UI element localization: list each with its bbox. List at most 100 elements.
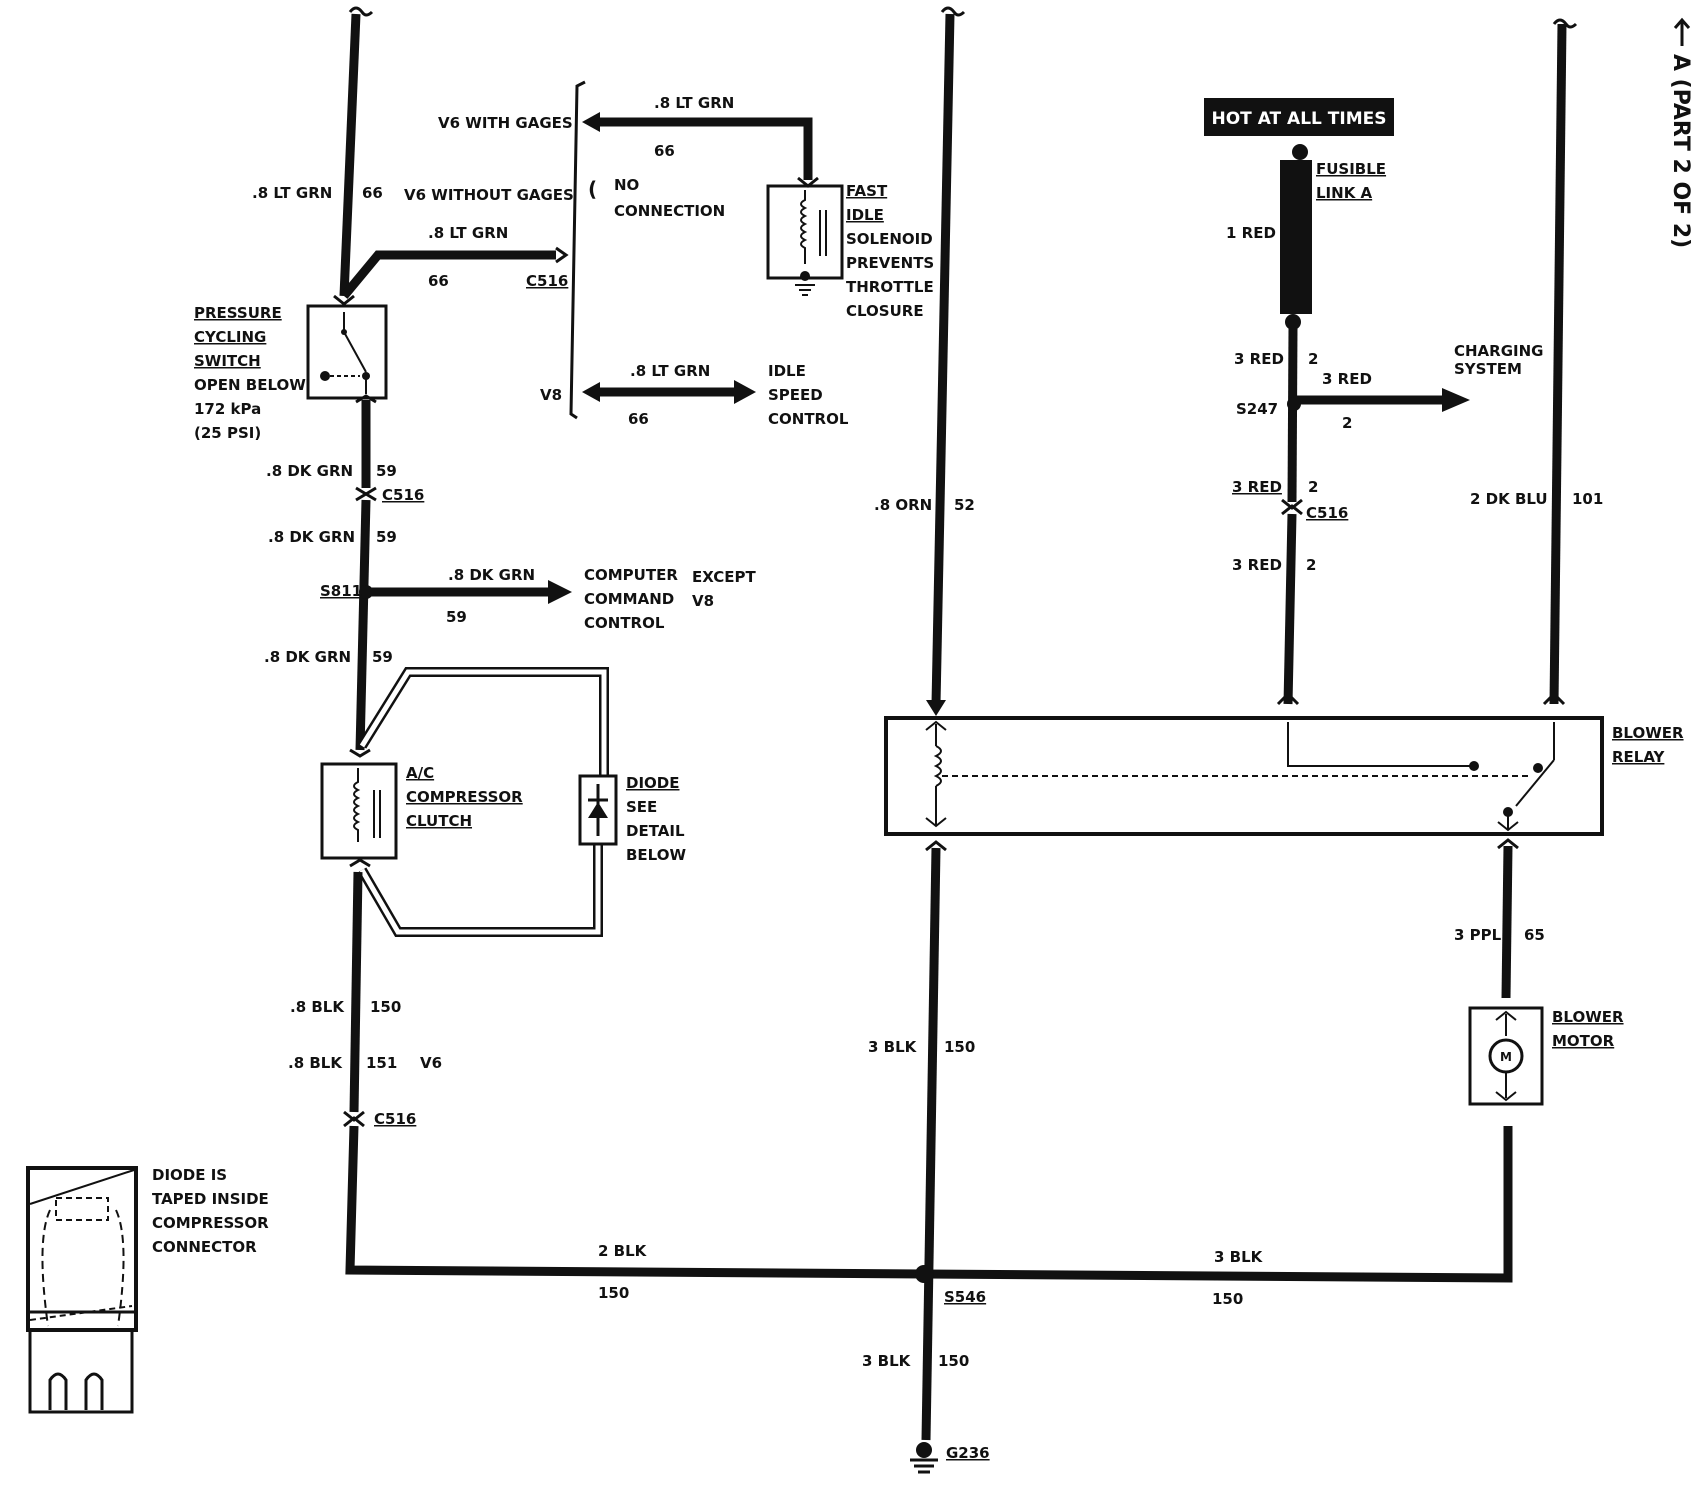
circuit-label: 59 <box>376 462 397 480</box>
circuit-label: 66 <box>628 410 649 428</box>
hot-at-all-times-box: HOT AT ALL TIMES <box>1204 98 1394 136</box>
diode-detail-label: DIODE IS <box>152 1166 227 1184</box>
circuit-label: 101 <box>1572 490 1603 508</box>
connector-label: C516 <box>526 272 568 290</box>
idle-speed-label: CONTROL <box>768 410 849 428</box>
computer-command-label: COMMAND <box>584 590 674 608</box>
connector-label: S811 <box>320 582 362 600</box>
wire-label: .8 DK GRN <box>448 566 535 584</box>
wire-label: 1 RED <box>1226 224 1276 242</box>
connector-label: C516 <box>374 1110 416 1128</box>
pressure-switch-label: PRESSURE <box>194 304 282 322</box>
wire-label: 3 BLK <box>862 1352 912 1370</box>
wire-label: 3 PPL <box>1454 926 1502 944</box>
circuit-label: 150 <box>944 1038 975 1056</box>
blower-relay-label: BLOWER <box>1612 724 1684 742</box>
wire-lt-grn-vertical <box>339 6 374 297</box>
circuit-label: 66 <box>428 272 449 290</box>
except-v8-label: EXCEPT <box>692 568 757 586</box>
fast-idle-label: IDLE <box>846 206 884 224</box>
pressure-switch-label: SWITCH <box>194 352 261 370</box>
circuit-label: 150 <box>370 998 401 1016</box>
diode-label: DIODE <box>626 774 679 792</box>
wire-label: 3 RED <box>1232 478 1282 496</box>
wire-label: 3 RED <box>1234 350 1284 368</box>
wire-red-charging <box>1287 388 1470 412</box>
clutch-label: CLUTCH <box>406 812 472 830</box>
diode-bypass <box>357 667 618 937</box>
connector-label: S546 <box>944 1288 986 1306</box>
circuit-label: 150 <box>1212 1290 1243 1308</box>
circuit-label: 151 <box>366 1054 397 1072</box>
wire-lt-grn-fast-idle <box>582 112 819 188</box>
idle-speed-label: SPEED <box>768 386 823 404</box>
circuit-label: 59 <box>372 648 393 666</box>
wire-label: 3 RED <box>1322 370 1372 388</box>
fast-idle-label: SOLENOID <box>846 230 933 248</box>
circuit-label: 65 <box>1524 926 1545 944</box>
diode-detail-connector <box>26 1166 138 1414</box>
circuit-label: 150 <box>938 1352 969 1370</box>
wire-red-vertical <box>1276 327 1303 706</box>
variant-label: V8 <box>540 386 562 404</box>
circuit-label: 59 <box>446 608 467 626</box>
wire-label: .8 LT GRN <box>428 224 508 242</box>
variant-bracket <box>569 80 586 420</box>
motor-symbol: M <box>1500 1050 1512 1064</box>
variant-label: V6 WITHOUT GAGES <box>404 186 574 204</box>
wire-label: .8 LT GRN <box>630 362 710 380</box>
blower-relay <box>884 716 1604 836</box>
diode-label: DETAIL <box>626 822 685 840</box>
compressor-clutch <box>320 748 398 868</box>
fast-idle-label: PREVENTS <box>846 254 934 272</box>
variant-label: V6 <box>420 1054 442 1072</box>
connector-label: C516 <box>382 486 424 504</box>
wire-blk-150-center <box>915 840 947 1441</box>
blower-motor: M <box>1468 1006 1544 1106</box>
diode-detail-label: CONNECTOR <box>152 1238 257 1256</box>
no-connection-label: NO <box>614 176 639 194</box>
wire-label: .8 ORN <box>874 496 932 514</box>
no-connection-mark: ( <box>588 177 597 201</box>
charging-label: SYSTEM <box>1454 360 1522 378</box>
diode-label: SEE <box>626 798 657 816</box>
page-reference: A (PART 2 OF 2) <box>1668 17 1693 248</box>
right-labels: FUSIBLE LINK A 1 RED 3 RED 2 3 RED 2 S24… <box>1212 160 1684 1308</box>
computer-command-label: CONTROL <box>584 614 665 632</box>
charging-label: CHARGING <box>1454 342 1543 360</box>
hot-label: HOT AT ALL TIMES <box>1212 109 1387 129</box>
circuit-label: 2 <box>1308 350 1318 368</box>
fast-idle-label: CLOSURE <box>846 302 924 320</box>
idle-speed-label: IDLE <box>768 362 806 380</box>
center-labels: .8 ORN 52 3 BLK 150 S546 3 BLK 150 G236 <box>862 496 990 1462</box>
blower-motor-label: BLOWER <box>1552 1008 1624 1026</box>
blower-motor-label: MOTOR <box>1552 1032 1615 1050</box>
circuit-label: 66 <box>362 184 383 202</box>
diode-detail-label: COMPRESSOR <box>152 1214 269 1232</box>
blower-relay-label: RELAY <box>1612 748 1666 766</box>
left-labels: .8 LT GRN 66 V6 WITHOUT GAGES V6 WITH GA… <box>194 94 934 1302</box>
pressure-switch-label: CYCLING <box>194 328 266 346</box>
fast-idle-solenoid <box>766 184 844 296</box>
fusible-link-label: FUSIBLE <box>1316 160 1386 178</box>
wire-dk-grn-computer <box>359 580 572 604</box>
circuit-label: 2 <box>1308 478 1318 496</box>
ground-g236 <box>910 1442 938 1474</box>
wire-label: .8 DK GRN <box>264 648 351 666</box>
wire-ppl-65 <box>1497 838 1519 999</box>
diode-label: BELOW <box>626 846 686 864</box>
computer-command-label: COMPUTER <box>584 566 678 584</box>
wire-lt-grn-branch-c516 <box>340 246 569 299</box>
pressure-switch-label: (25 PSI) <box>194 424 261 442</box>
wire-label: 3 RED <box>1232 556 1282 574</box>
fusible-link-label: LINK A <box>1316 184 1373 202</box>
circuit-label: 66 <box>654 142 675 160</box>
circuit-label: 150 <box>598 1284 629 1302</box>
connector-label: S247 <box>1236 400 1278 418</box>
wire-label: .8 BLK <box>288 1054 343 1072</box>
fusible-link <box>1280 144 1312 330</box>
wire-label: 2 DK BLU <box>1470 490 1548 508</box>
circuit-label: 2 <box>1342 414 1352 432</box>
wire-label: .8 DK GRN <box>268 528 355 546</box>
